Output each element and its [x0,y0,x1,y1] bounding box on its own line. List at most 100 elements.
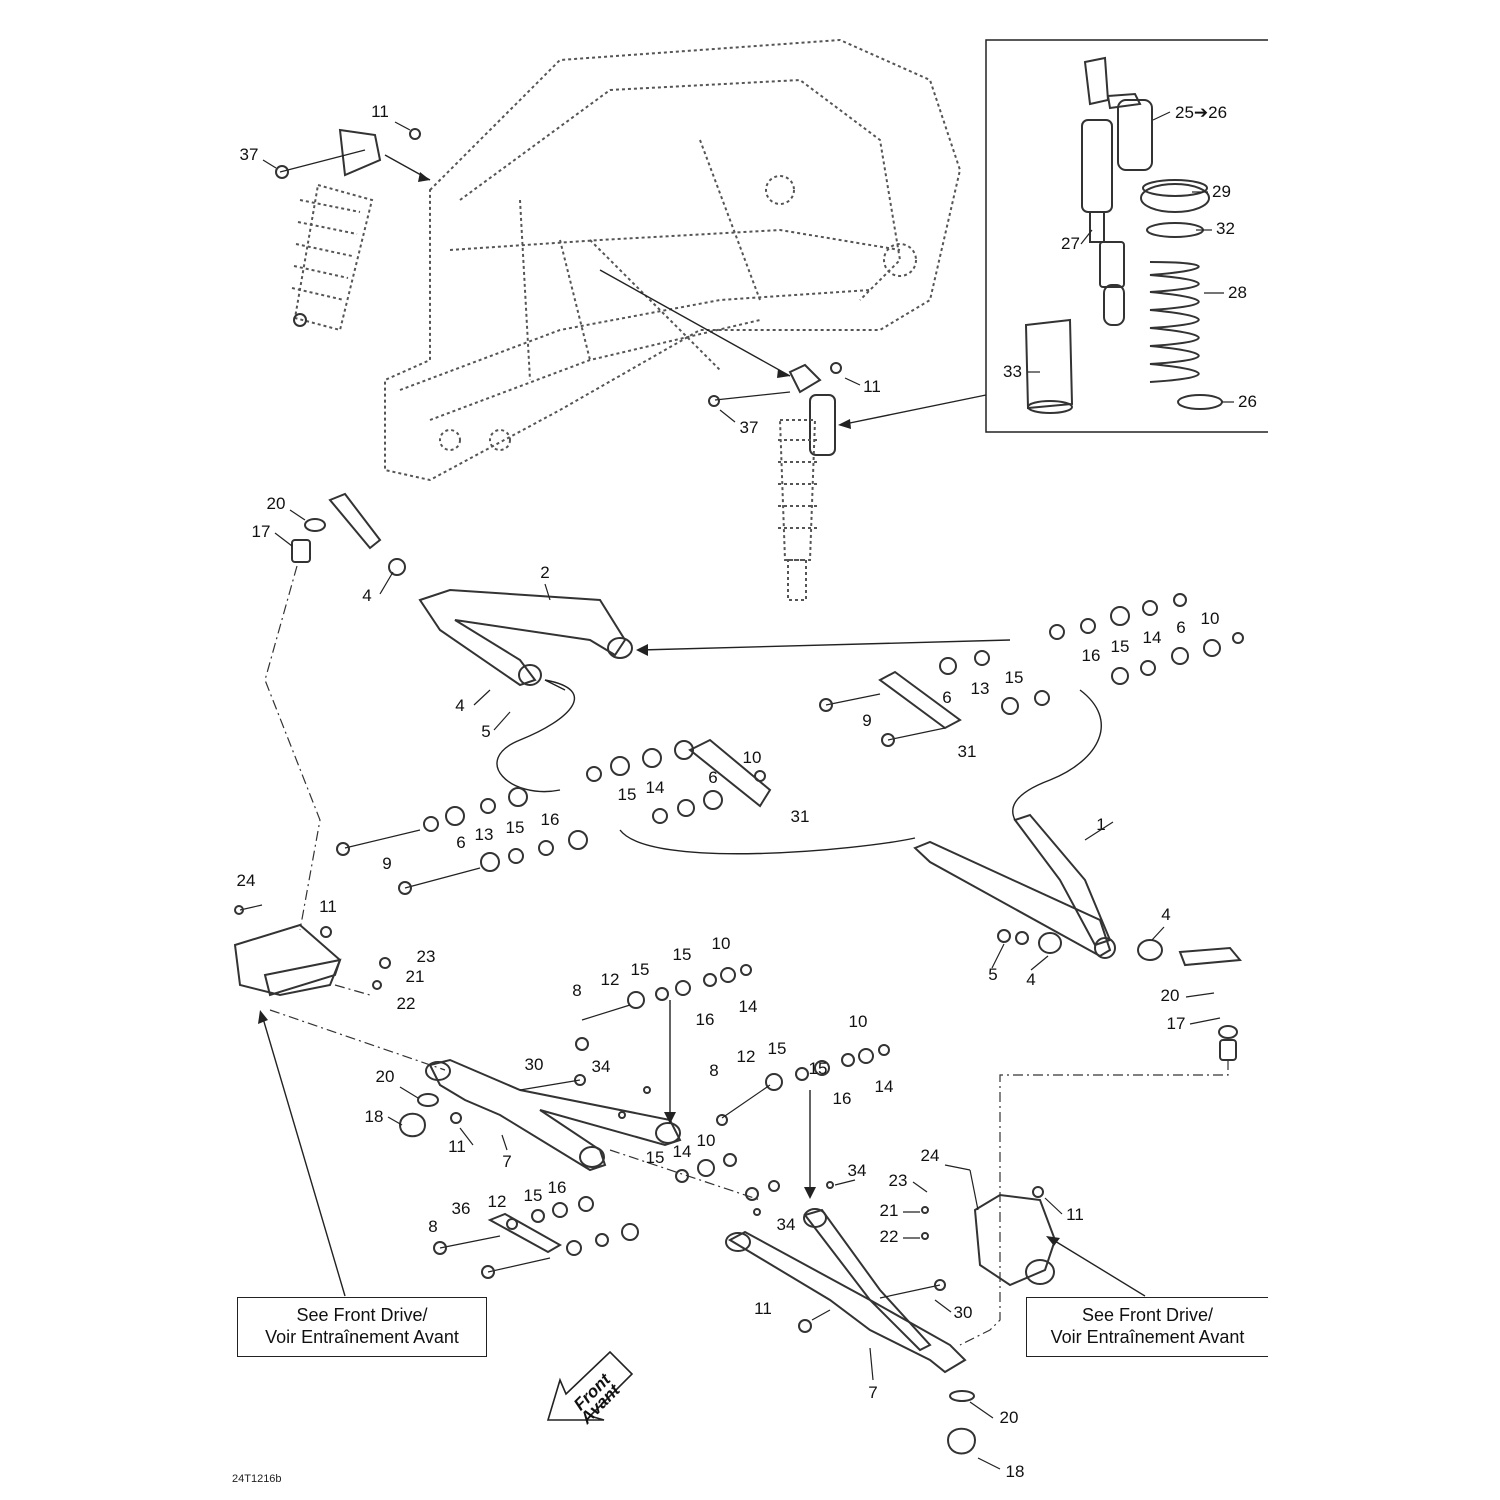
callout-22: 22 [397,994,416,1013]
callout-leaders [262,111,1234,1470]
callout-25-26: 25➔26 [1175,103,1227,122]
callout-8: 8 [709,1061,718,1080]
callout-10: 10 [1201,609,1220,628]
drawing-code: 24T1216b [232,1473,282,1485]
callout-11: 11 [1066,1205,1084,1224]
left-upper-a-arm [291,492,1011,793]
callout-13: 13 [971,679,990,698]
callout-11: 11 [754,1299,772,1318]
callout-8: 8 [572,981,581,1000]
callout-20: 20 [1000,1408,1019,1427]
callout-30: 30 [525,1055,544,1074]
callout-34: 34 [848,1161,867,1180]
callout-16: 16 [696,1010,715,1029]
callout-9: 9 [862,711,871,730]
callout-7: 7 [868,1383,877,1402]
callout-2: 2 [540,563,549,582]
callout-36: 36 [452,1199,471,1218]
right-steering-knuckle [921,946,1242,1346]
callout-17: 17 [1167,1014,1186,1033]
callout-15: 15 [631,960,650,979]
callout-13: 13 [475,825,494,844]
callout-15: 15 [1005,668,1024,687]
callout-22: 22 [880,1227,899,1246]
callout-4: 4 [455,696,464,715]
callout-30: 30 [954,1303,973,1322]
callout-15: 15 [524,1186,543,1205]
callout-6: 6 [942,688,951,707]
callout-37: 37 [740,418,759,437]
right-lower-a-arm [725,1181,977,1455]
callout-27: 27 [1061,234,1080,253]
callout-labels: 11 37 11 37 25➔26 29 27 32 28 33 26 20 1… [237,102,1257,1481]
callout-23: 23 [889,1171,908,1190]
callout-6: 6 [1176,618,1185,637]
callout-10: 10 [697,1131,716,1150]
callout-31: 31 [958,742,977,761]
callout-11: 11 [863,377,881,396]
left-upper-bushing-stack [336,738,772,895]
callout-37: 37 [240,145,259,164]
callout-16: 16 [1082,646,1101,665]
callout-15: 15 [809,1059,828,1078]
callout-21: 21 [406,967,425,986]
callout-10: 10 [849,1012,868,1031]
callout-14: 14 [739,997,758,1016]
left-steering-knuckle [233,565,446,1071]
callout-16: 16 [548,1178,567,1197]
callout-17: 17 [252,522,271,541]
callout-32: 32 [1216,219,1235,238]
callout-15: 15 [506,818,525,837]
callout-20: 20 [1161,986,1180,1005]
left-lower-bushing-stack [575,964,890,1199]
callout-21: 21 [880,1201,899,1220]
callout-5: 5 [988,965,997,984]
callout-15: 15 [618,785,637,804]
note-right-line2: Voir Entraînement Avant [1050,1327,1245,1347]
callout-15: 15 [646,1148,665,1167]
callout-6: 6 [708,768,717,787]
callout-14: 14 [1143,628,1162,647]
callout-4: 4 [1026,970,1035,989]
callout-11: 11 [448,1137,466,1156]
callout-26: 26 [1238,392,1257,411]
note-left-line2: Voir Entraînement Avant [265,1327,459,1347]
callout-20: 20 [376,1067,395,1086]
callout-18: 18 [1006,1462,1025,1481]
callout-24: 24 [921,1146,940,1165]
lower-center-bushing-stack [433,1153,780,1279]
callout-12: 12 [488,1192,507,1211]
callout-31: 31 [791,807,810,826]
callout-14: 14 [875,1077,894,1096]
right-upper-a-arm [619,689,1163,961]
callout-20: 20 [267,494,286,513]
callout-28: 28 [1228,283,1247,302]
callout-4: 4 [362,586,371,605]
callout-29: 29 [1212,182,1231,201]
callout-34: 34 [777,1215,796,1234]
see-front-drive-note-left: See Front Drive/ Voir Entraînement Avant [237,1297,487,1357]
left-shock-absorber [275,128,431,332]
right-upper-bushing-stack [819,593,1244,747]
callout-9: 9 [382,854,391,873]
note-arrows [258,1010,1146,1297]
callout-8: 8 [428,1217,437,1236]
see-front-drive-note-right: See Front Drive/ Voir Entraînement Avant [1026,1297,1268,1357]
vehicle-frame [384,38,962,482]
callout-10: 10 [743,748,762,767]
callout-5: 5 [481,722,490,741]
callout-16: 16 [541,810,560,829]
callout-34: 34 [592,1057,611,1076]
callout-1: 1 [1096,815,1105,834]
callout-4: 4 [1161,905,1170,924]
callout-15: 15 [768,1039,787,1058]
note-right-line1: See Front Drive/ [1081,1305,1214,1325]
callout-14: 14 [646,778,665,797]
callout-11: 11 [319,897,337,916]
left-lower-a-arm [398,1000,761,1201]
right-shock-absorber [599,269,842,601]
callout-24: 24 [237,871,256,890]
callout-12: 12 [737,1047,756,1066]
callout-23: 23 [417,947,436,966]
